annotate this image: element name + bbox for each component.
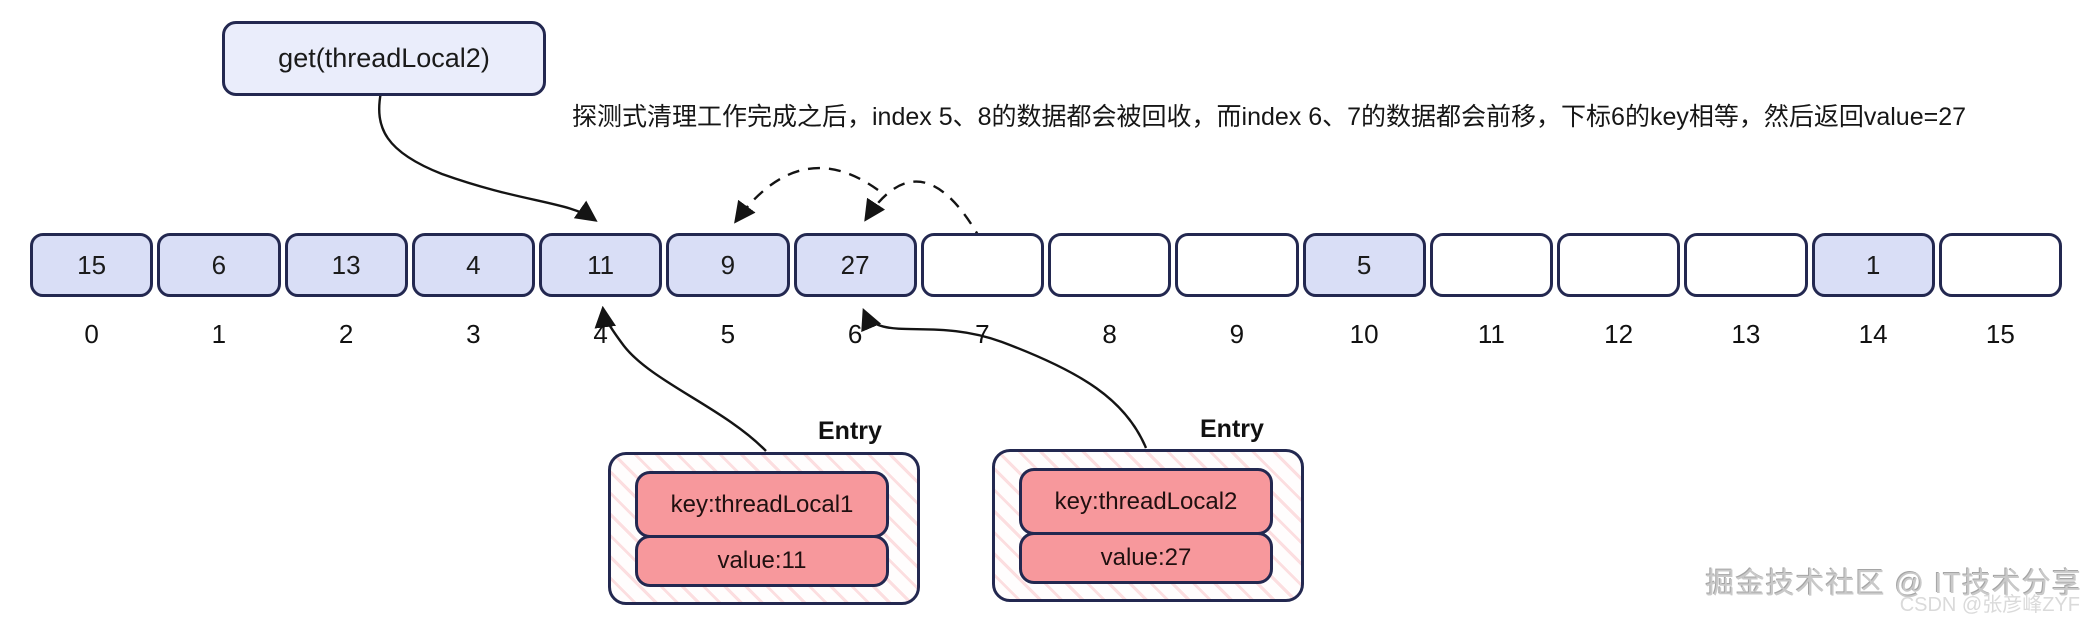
entry1-key-pill: key:threadLocal1 bbox=[635, 471, 889, 539]
entry1-title: Entry bbox=[818, 417, 882, 445]
get-call-label: get(threadLocal2) bbox=[278, 43, 490, 73]
index-label-13: 13 bbox=[1731, 318, 1761, 349]
index-label-6: 6 bbox=[847, 318, 863, 349]
array-cell-2: 13 bbox=[284, 233, 408, 297]
index-label-0: 0 bbox=[84, 318, 99, 349]
index-label-3: 3 bbox=[466, 318, 481, 349]
entry1-value-label: value:11 bbox=[717, 547, 807, 575]
arrow-get-to-cell4 bbox=[378, 91, 598, 222]
watermark-primary: 掘金技术社区 @ IT技术分享 bbox=[1705, 568, 2082, 600]
dashed-arc-6-to-5 bbox=[734, 167, 879, 224]
array-cell-3: 4 bbox=[411, 233, 535, 297]
array-cell-6: 27 bbox=[793, 233, 917, 297]
array-cell-12 bbox=[1557, 233, 1681, 297]
entry1-key-label: key:threadLocal1 bbox=[670, 490, 854, 518]
index-label-14: 14 bbox=[1858, 318, 1888, 349]
array-cell-1: 6 bbox=[157, 233, 281, 297]
array-cell-5: 9 bbox=[666, 233, 790, 297]
annotation-text: 探测式清理工作完成之后，index 5、8的数据都会被回收，而index 6、7… bbox=[572, 103, 1967, 131]
entry2-key-pill: key:threadLocal2 bbox=[1019, 468, 1273, 536]
array-cell-15 bbox=[1938, 233, 2062, 297]
entry2-value-pill: value:27 bbox=[1019, 532, 1273, 584]
entry2-title: Entry bbox=[1200, 415, 1264, 443]
index-label-9: 9 bbox=[1229, 318, 1245, 349]
index-label-15: 15 bbox=[1985, 318, 2015, 349]
array-cell-10: 5 bbox=[1302, 233, 1426, 297]
index-label-1: 1 bbox=[211, 318, 227, 349]
index-label-7: 7 bbox=[975, 318, 990, 349]
array-cell-4: 11 bbox=[539, 233, 663, 297]
index-label-12: 12 bbox=[1604, 318, 1634, 349]
watermark-secondary: CSDN @张彦峰ZYF bbox=[1899, 594, 2080, 616]
entry1-value-pill: value:11 bbox=[635, 535, 889, 587]
array-cell-9 bbox=[1175, 233, 1299, 297]
index-label-11: 11 bbox=[1477, 318, 1505, 349]
array-cell-14: 1 bbox=[1811, 233, 1935, 297]
array-cell-8 bbox=[1048, 233, 1172, 297]
array-cell-7 bbox=[920, 233, 1044, 297]
index-label-8: 8 bbox=[1102, 318, 1117, 349]
index-label-4: 4 bbox=[593, 318, 608, 349]
entry2-inner: key:threadLocal2 value:27 bbox=[1019, 468, 1273, 584]
index-label-5: 5 bbox=[720, 318, 736, 349]
entry2-box: key:threadLocal2 value:27 bbox=[992, 449, 1304, 602]
index-label-10: 10 bbox=[1349, 318, 1379, 349]
array-cell-13 bbox=[1684, 233, 1808, 297]
index-label-2: 2 bbox=[338, 318, 354, 349]
entry1-inner: key:threadLocal1 value:11 bbox=[635, 471, 889, 587]
array-cell-11 bbox=[1429, 233, 1553, 297]
get-call-box: get(threadLocal2) bbox=[222, 21, 546, 96]
array-cell-0: 15 bbox=[30, 233, 154, 297]
entry2-key-label: key:threadLocal2 bbox=[1054, 487, 1238, 515]
entry1-box: key:threadLocal1 value:11 bbox=[608, 452, 920, 605]
entry2-value-label: value:27 bbox=[1100, 544, 1192, 572]
